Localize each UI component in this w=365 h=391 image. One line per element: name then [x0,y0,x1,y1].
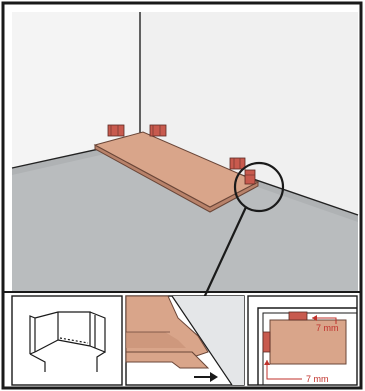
spacer-wedge-4 [245,170,255,184]
room-outline-panel [12,296,122,385]
dimension-panel: 7 mm 7 mm [248,296,357,385]
gap-right-label: 7 mm [316,323,339,333]
plank-edge-panel [126,296,244,385]
dimension-spacer-left [263,332,270,352]
dimension-spacer-top [289,312,307,320]
gap-bottom-label: 7 mm [306,374,329,384]
spacer-wedge-1 [108,125,124,136]
spacer-wedge-2 [150,125,166,136]
main-scene [12,12,358,300]
spacer-wedge-3 [230,158,245,169]
